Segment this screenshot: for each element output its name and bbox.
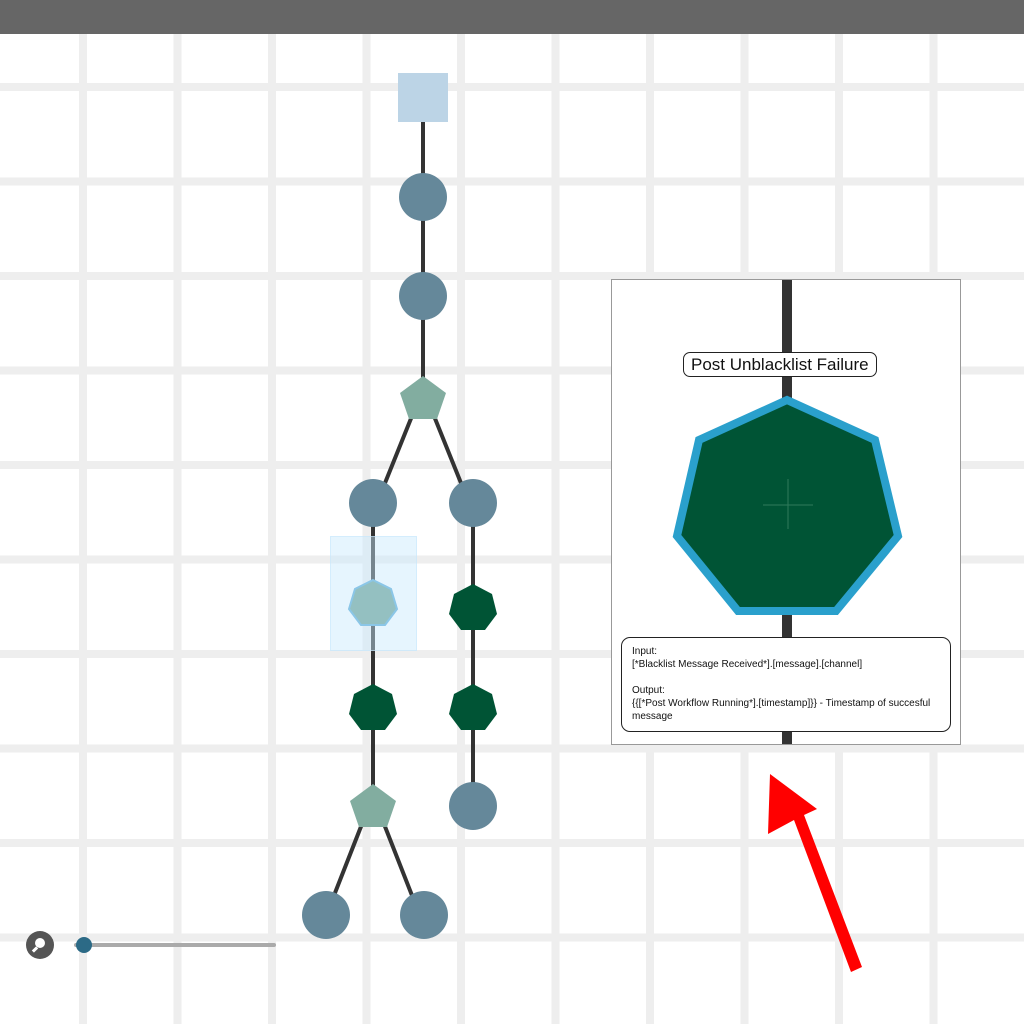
edge-split1-left (381, 415, 414, 489)
right-action-node-2[interactable] (449, 684, 497, 730)
arrow-shape (768, 774, 862, 972)
edge-split2-right (382, 823, 415, 899)
graph-edges (331, 120, 475, 899)
workflow-node-1[interactable] (399, 173, 447, 221)
right-branch-node-1[interactable] (449, 479, 497, 527)
right-action-node-1[interactable] (449, 584, 497, 630)
zoom-slider-thumb[interactable] (76, 937, 93, 953)
edge-split1-right (432, 415, 465, 489)
input-value: [*Blacklist Message Received*].[message]… (632, 659, 863, 670)
left-leaf-node[interactable] (302, 891, 350, 939)
zoom-slider-track[interactable] (74, 943, 276, 947)
workflow-node-2[interactable] (399, 272, 447, 320)
output-block: Output: {{[*Post Workflow Running*].[tim… (632, 684, 940, 723)
zoom-control (26, 931, 286, 959)
edge-split2-left (331, 823, 364, 899)
node-title: Post Unblacklist Failure (683, 352, 877, 377)
right-leaf-node[interactable] (400, 891, 448, 939)
selected-action-node[interactable] (347, 578, 399, 626)
output-label: Output: (632, 685, 665, 696)
split-node-2[interactable] (350, 784, 396, 827)
left-action-node-2[interactable] (349, 684, 397, 730)
input-block: Input: [*Blacklist Message Received*].[m… (632, 645, 940, 671)
workflow-graph (302, 73, 497, 939)
search-icon[interactable] (26, 931, 54, 959)
output-value: {{[*Post Workflow Running*].[timestamp]}… (632, 698, 931, 722)
node-io-info: Input: [*Blacklist Message Received*].[m… (621, 637, 951, 732)
node-detail-panel: Post Unblacklist Failure Input: [*Blackl… (611, 279, 961, 745)
split-node-1[interactable] (400, 376, 446, 419)
start-node[interactable] (398, 73, 448, 122)
input-label: Input: (632, 646, 658, 657)
red-arrow-annotation (768, 774, 862, 972)
right-branch-end-node[interactable] (449, 782, 497, 830)
left-branch-node-1[interactable] (349, 479, 397, 527)
top-bar (0, 0, 1024, 34)
